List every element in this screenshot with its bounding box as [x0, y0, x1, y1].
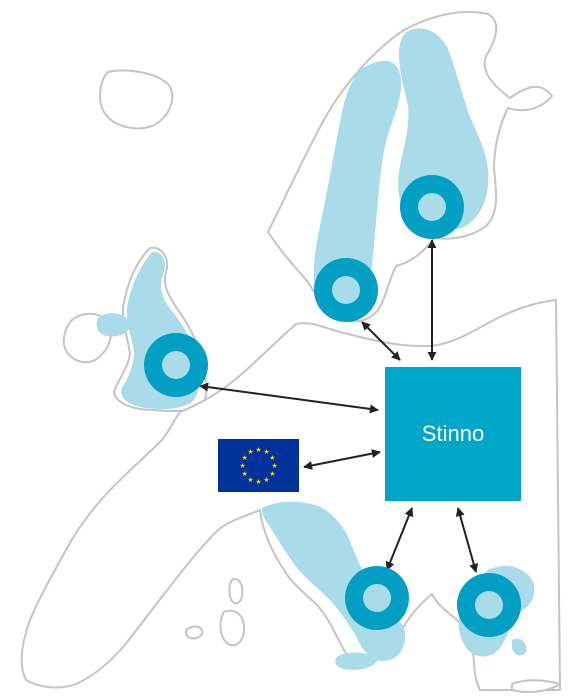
northern-ireland-region: [96, 313, 130, 337]
arrow-hub-greece: [455, 507, 479, 573]
eu-star-icon: ★: [239, 462, 245, 470]
eu-star-icon: ★: [263, 476, 269, 484]
eu-star-icon: ★: [241, 454, 247, 462]
arrow-hub-sweden: [361, 321, 401, 361]
arrow-hub-uk: [199, 382, 379, 414]
eu-flag-icon: ★★★★★★★★★★★★: [218, 439, 299, 492]
eu-flag-stars: ★★★★★★★★★★★★: [239, 446, 277, 486]
location-ring-italy: [345, 566, 409, 630]
stinno-hub-box: [385, 367, 521, 501]
eu-star-icon: ★: [255, 478, 261, 486]
eu-star-icon: ★: [269, 470, 275, 478]
eu-star-icon: ★: [241, 470, 247, 478]
eu-star-icon: ★: [255, 446, 261, 454]
eu-star-icon: ★: [263, 448, 269, 456]
balearic-shape: [185, 625, 204, 640]
sicily-region: [335, 652, 378, 670]
location-markers: [144, 175, 521, 637]
eu-star-icon: ★: [247, 448, 253, 456]
connection-arrows: [199, 239, 479, 573]
eu-star-icon: ★: [269, 454, 275, 462]
corsica-shape: [228, 578, 244, 605]
location-ring-uk: [144, 333, 208, 397]
location-ring-sweden: [314, 258, 378, 322]
location-ring-greece: [457, 573, 521, 637]
eu-star-icon: ★: [271, 462, 277, 470]
sweden-region: [313, 60, 402, 318]
location-ring-finland: [400, 175, 464, 239]
arrow-hub-italy: [385, 507, 414, 571]
aegean-island-region: [512, 638, 527, 656]
arrow-hub-eu: [303, 449, 381, 470]
sardinia-shape: [219, 609, 245, 647]
iceland-shape: [99, 69, 174, 130]
eu-star-icon: ★: [247, 476, 253, 484]
crete-shape: [511, 679, 561, 693]
